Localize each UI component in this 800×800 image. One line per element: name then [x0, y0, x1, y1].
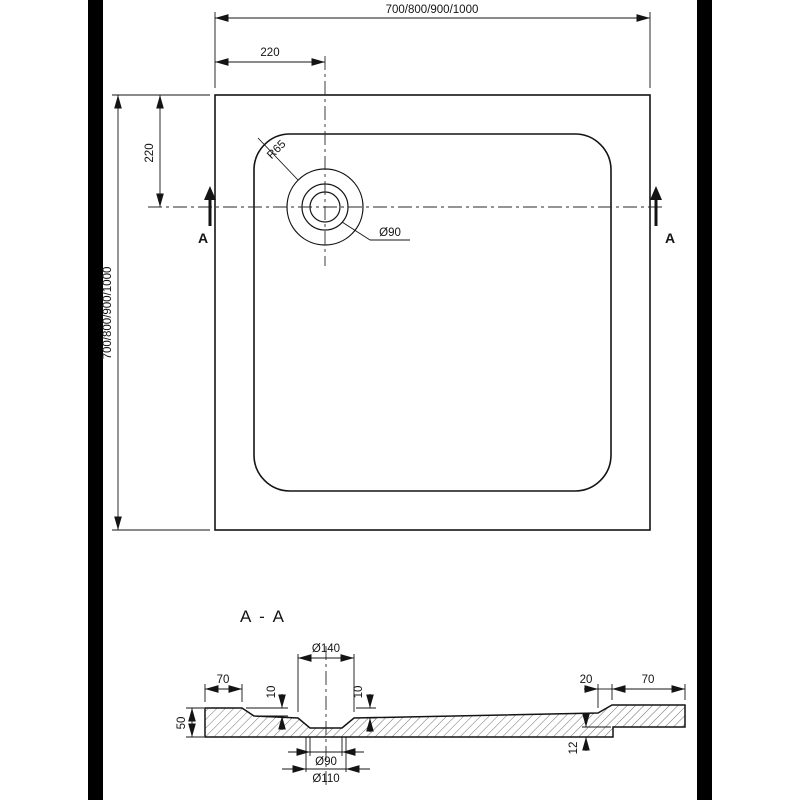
page-margin-bar-right	[697, 0, 712, 800]
section-arrow-up-icon	[204, 186, 216, 200]
dim-left-rim-label: 70	[217, 674, 230, 686]
dim-drain-offset-vertical-label: 220	[144, 143, 156, 162]
tray-section-profile	[204, 704, 686, 738]
tray-inner-basin	[253, 133, 612, 492]
dim-overall-height-label: 700/800/900/1000	[102, 267, 114, 360]
dim-drain-hole: Ø90	[288, 748, 364, 768]
dim-drain-offset-horizontal-label: 220	[260, 47, 279, 59]
dim-recess-diameter: Ø140	[297, 643, 355, 712]
dim-right-depth-label: 10	[353, 686, 365, 699]
dim-edge-height-label: 50	[176, 717, 188, 730]
dim-drain-offset-vertical: 220	[144, 95, 164, 207]
tray-outer-edge	[214, 94, 651, 531]
dim-right-rim: 70	[612, 674, 685, 693]
section-marker-left: A	[198, 186, 216, 246]
dim-drain-recess-label: Ø110	[312, 773, 339, 785]
dim-overall-height: 700/800/900/1000	[102, 95, 122, 530]
section-view: A - A Ø140 70 10	[176, 607, 686, 788]
dim-overall-width: 700/800/900/1000	[215, 4, 650, 22]
dim-left-depth: 10	[246, 686, 288, 730]
dim-left-depth-label: 10	[266, 686, 278, 699]
section-title: A - A	[240, 607, 286, 626]
dim-drain-hole-label: Ø90	[315, 756, 337, 768]
dim-right-step-label: 20	[580, 674, 593, 686]
top-view: 700/800/900/1000 220 220 700/800/900/100…	[102, 4, 675, 531]
dim-right-step: 20	[580, 674, 686, 708]
section-marker-right: A	[650, 186, 675, 246]
dim-right-depth: 10	[353, 686, 376, 732]
dim-base-step-label: 12	[568, 742, 580, 755]
dim-drain-recess: Ø110	[282, 765, 370, 785]
dim-drain-offset-horizontal: 220	[215, 47, 325, 66]
dim-drain-diameter: Ø90	[341, 221, 410, 241]
dim-edge-height: 50	[176, 707, 204, 738]
page-margin-bar-left	[88, 0, 103, 800]
dim-overall-width-label: 700/800/900/1000	[386, 4, 479, 16]
section-marker-left-label: A	[198, 230, 208, 246]
dim-base-step: 12	[568, 713, 611, 754]
dim-left-rim: 70	[204, 674, 243, 702]
dim-corner-radius: R65	[257, 137, 299, 181]
dim-right-rim-label: 70	[642, 674, 655, 686]
section-arrow-up-icon	[650, 186, 662, 200]
dim-recess-diameter-label: Ø140	[312, 643, 340, 655]
section-marker-right-label: A	[665, 230, 675, 246]
dim-drain-diameter-label: Ø90	[379, 227, 401, 239]
